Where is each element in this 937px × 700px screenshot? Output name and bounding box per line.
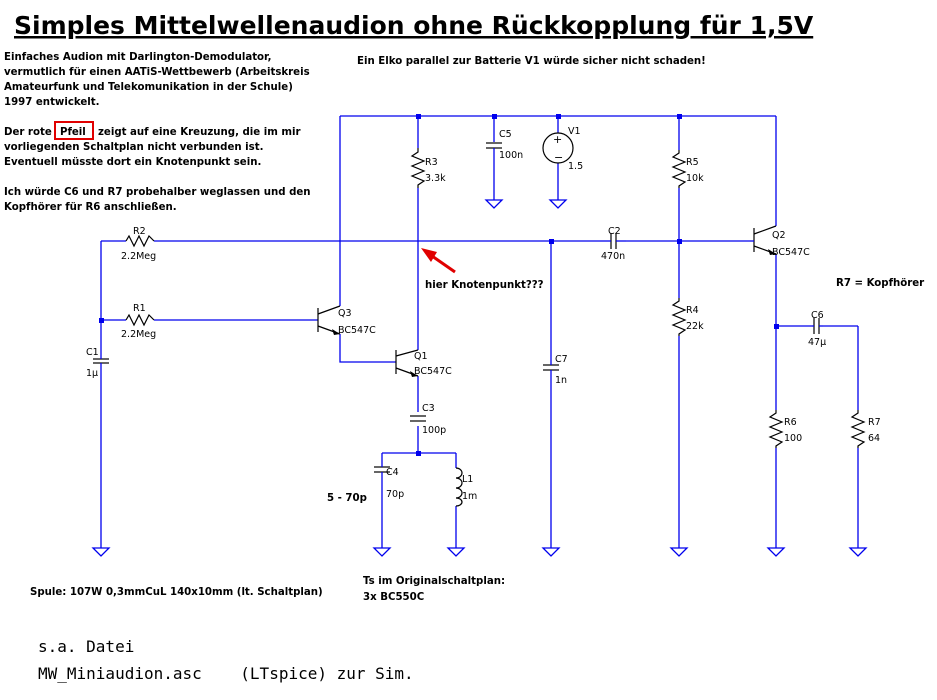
arrow-note-before: Der rote [4,127,52,138]
transistor-note: Ts im Originalschaltplan: [363,576,505,587]
arrow-note: Der rote Pfeil zeigt auf eine Kreuzung, … [4,121,301,168]
ground-icon [669,547,689,557]
intro-line: 1997 entwickelt. [4,97,100,108]
junction-dots [99,114,779,456]
file-note: s.a. Datei [38,637,134,656]
label: R6 [784,417,797,428]
label: R5 [686,157,699,168]
value: 470n [601,251,625,262]
ground-icon [848,547,868,557]
ground-icon [541,547,561,557]
label: R7 [868,417,881,428]
resistor-r3: R3 3.3k [410,148,446,188]
resistor-r7: R7 64 [850,410,881,448]
resistor-r2: R2 2.2Meg [121,226,156,262]
r7-note: R7 = Kopfhörer [836,278,924,289]
value: 100n [499,150,523,161]
value: 64 [868,433,880,444]
label: R4 [686,305,699,316]
ground-icon [484,199,504,209]
capacitor-c7: C7 1n [543,354,568,386]
plus-icon: + [553,133,562,146]
value: 1µ [86,368,98,379]
label: C4 [386,467,399,478]
intro-text: Einfaches Audion mit Darlington-Demodula… [4,52,310,108]
minus-icon: − [554,151,563,164]
label: Q1 [414,351,428,362]
capacitor-c3: C3 100p [410,403,446,436]
label: R1 [133,303,146,314]
value: 1m [462,491,477,502]
cap-range-note: 5 - 70p [327,493,367,504]
label: V1 [568,126,581,137]
arrow-note-after: zeigt auf eine Kreuzung, die im mir [98,127,301,138]
resistor-r1: R1 2.2Meg [121,303,156,340]
label: R3 [425,157,438,168]
label: Q3 [338,308,352,319]
capacitor-c2: C2 470n [600,226,626,262]
transistor-q3: Q3 BC547C [317,305,376,336]
ground-icon [446,547,466,557]
transistor-q1: Q1 BC547C [395,349,452,377]
label: C5 [499,129,512,140]
capacitor-c1: C1 1µ [86,345,109,379]
arrow-note-line: Eventuell müsste dort ein Knotenpunkt se… [4,157,261,168]
value: BC547C [772,247,810,258]
inductor-l1: L1 1m [455,467,477,507]
transistor-note: 3x BC550C [363,592,424,603]
value: 10k [686,173,704,184]
label: Q2 [772,230,786,241]
suggestion-line: Ich würde C6 und R7 probehalber weglasse… [4,187,311,198]
resistor-r6: R6 100 [768,410,802,448]
resistor-r4: R4 22k [671,298,704,336]
capacitor-c5: C5 100n [486,129,523,161]
value: 100p [422,425,446,436]
page-title: Simples Mittelwellenaudion ohne Rückkopp… [14,11,814,40]
value: 22k [686,321,704,332]
file-note: MW_Miniaudion.asc (LTspice) zur Sim. [38,664,414,683]
value: 2.2Meg [121,329,156,340]
value: 3.3k [425,173,446,184]
ground-symbols [91,199,868,557]
intro-line: vermutlich für einen AATiS-Wettbewerb (A… [4,67,310,78]
coil-note: Spule: 107W 0,3mmCuL 140x10mm (lt. Schal… [30,587,323,598]
ground-icon [766,547,786,557]
value: 1n [555,375,567,386]
label: C6 [811,310,824,321]
label: C2 [608,226,621,237]
suggestion-text: Ich würde C6 und R7 probehalber weglasse… [4,187,311,213]
intro-line: Einfaches Audion mit Darlington-Demodula… [4,52,271,63]
label: C3 [422,403,435,414]
value: BC547C [414,366,452,377]
capacitor-c6: C6 47µ [808,310,826,348]
battery-v1: + − V1 1.5 [542,126,583,172]
highlight-box [54,121,94,140]
label: C1 [86,347,99,358]
resistor-r5: R5 10k [671,150,704,188]
label: C7 [555,354,568,365]
battery-note: Ein Elko parallel zur Batterie V1 würde … [357,56,706,67]
arrow-note-highlight: Pfeil [60,127,86,138]
transistor-q2: Q2 BC547C [750,225,810,258]
ground-icon [91,547,111,557]
capacitor-c4: C4 70p [374,466,404,500]
value: 100 [784,433,802,444]
label: L1 [462,474,473,485]
value: 1.5 [568,161,583,172]
value: BC547C [338,325,376,336]
value: 70p [386,489,404,500]
value: 2.2Meg [121,251,156,262]
suggestion-line: Kopfhörer für R6 anschließen. [4,202,177,213]
ground-icon [548,199,568,209]
node-question: hier Knotenpunkt??? [425,280,544,291]
value: 47µ [808,337,826,348]
arrow-note-line: vorliegenden Schaltplan nicht verbunden … [4,142,263,153]
label: R2 [133,226,146,237]
wires [100,115,859,548]
intro-line: Amateurfunk und Telekomunikation in der … [4,82,293,93]
red-arrow-icon [421,248,456,274]
ground-icon [372,547,392,557]
